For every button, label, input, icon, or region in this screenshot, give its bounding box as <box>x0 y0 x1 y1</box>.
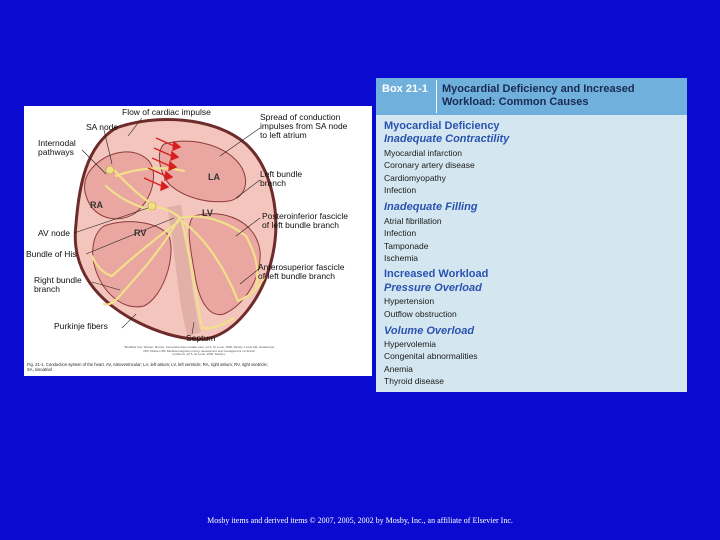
copyright-footer: Mosby items and derived items © 2007, 20… <box>207 516 513 525</box>
subsection-heading: Pressure Overload <box>384 282 482 294</box>
label-sa-node: SA node <box>86 122 119 132</box>
box-21-1: Box 21-1 Myocardial Deficiency and Incre… <box>376 78 687 392</box>
list-item: Cardiomyopathy <box>384 173 446 183</box>
label-posteroinferior-fascicle: Posteroinferior fascicle of left bundle … <box>262 211 348 230</box>
subsection-heading: Inadequate Contractility <box>384 133 510 145</box>
label-internodal-pathways: Internodal pathways <box>38 138 76 157</box>
label-av-node: AV node <box>38 228 70 238</box>
list-item: Hypervolemia <box>384 339 436 349</box>
left-ventricle-chamber <box>188 213 261 316</box>
label-right-bundle-branch: Right bundle branch <box>34 275 82 294</box>
label-spread-of-conduction: Spread of conduction impulses from SA no… <box>260 112 348 140</box>
box-header: Box 21-1 Myocardial Deficiency and Incre… <box>376 78 687 115</box>
right-atrium-chamber <box>84 151 155 220</box>
figure-caption: Fig. 21-1. Conduction system of the hear… <box>27 362 268 372</box>
list-item: Infection <box>384 228 417 238</box>
conduction-figure: Flow of cardiac impulse SA node Internod… <box>24 106 372 376</box>
label-flow-of-impulse: Flow of cardiac impulse <box>122 107 211 117</box>
leader-lines <box>73 117 261 335</box>
list-item: Outflow obstruction <box>384 309 457 319</box>
list-item: Coronary artery disease <box>384 160 475 170</box>
impulse-arrows <box>143 137 182 192</box>
label-septum: Septum <box>186 333 216 343</box>
chamber-ra: RA <box>90 200 103 210</box>
section-heading: Increased Workload <box>384 268 489 280</box>
sa-node-marker <box>105 165 115 175</box>
figure-credit: *Modified from Weiner, Murray: Comprehen… <box>123 345 275 357</box>
septum-band <box>167 204 201 336</box>
subsection-heading: Inadequate Filling <box>384 201 478 213</box>
list-item: Myocardial infarction <box>384 148 462 158</box>
label-left-bundle-branch: Left bundle branch <box>260 169 303 188</box>
list-item: Atrial fibrillation <box>384 216 442 226</box>
heart-illustration <box>73 117 278 341</box>
label-anterosuperior-fascicle: Anterosuperior fascicle of left bundle b… <box>258 262 345 281</box>
list-item: Ischemia <box>384 253 419 263</box>
list-item: Tamponade <box>384 241 429 251</box>
list-item: Anemia <box>384 364 413 374</box>
box-header-divider <box>436 80 437 113</box>
chamber-la: LA <box>208 172 220 182</box>
box-title: Myocardial Deficiency and Increased Work… <box>442 83 635 108</box>
list-item: Infection <box>384 185 417 195</box>
subsection-heading: Volume Overload <box>384 325 475 337</box>
chamber-lv: LV <box>202 208 213 218</box>
list-item: Thyroid disease <box>384 376 445 386</box>
av-node-marker <box>147 201 157 211</box>
section-heading: Myocardial Deficiency <box>384 120 500 132</box>
box-number: Box 21-1 <box>382 83 428 95</box>
chamber-rv: RV <box>134 228 147 238</box>
list-item: Hypertension <box>384 296 435 306</box>
list-item: Congenital abnormalities <box>384 351 478 361</box>
label-purkinje-fibers: Purkinje fibers <box>54 321 108 331</box>
label-bundle-of-his: Bundle of His <box>26 249 77 259</box>
